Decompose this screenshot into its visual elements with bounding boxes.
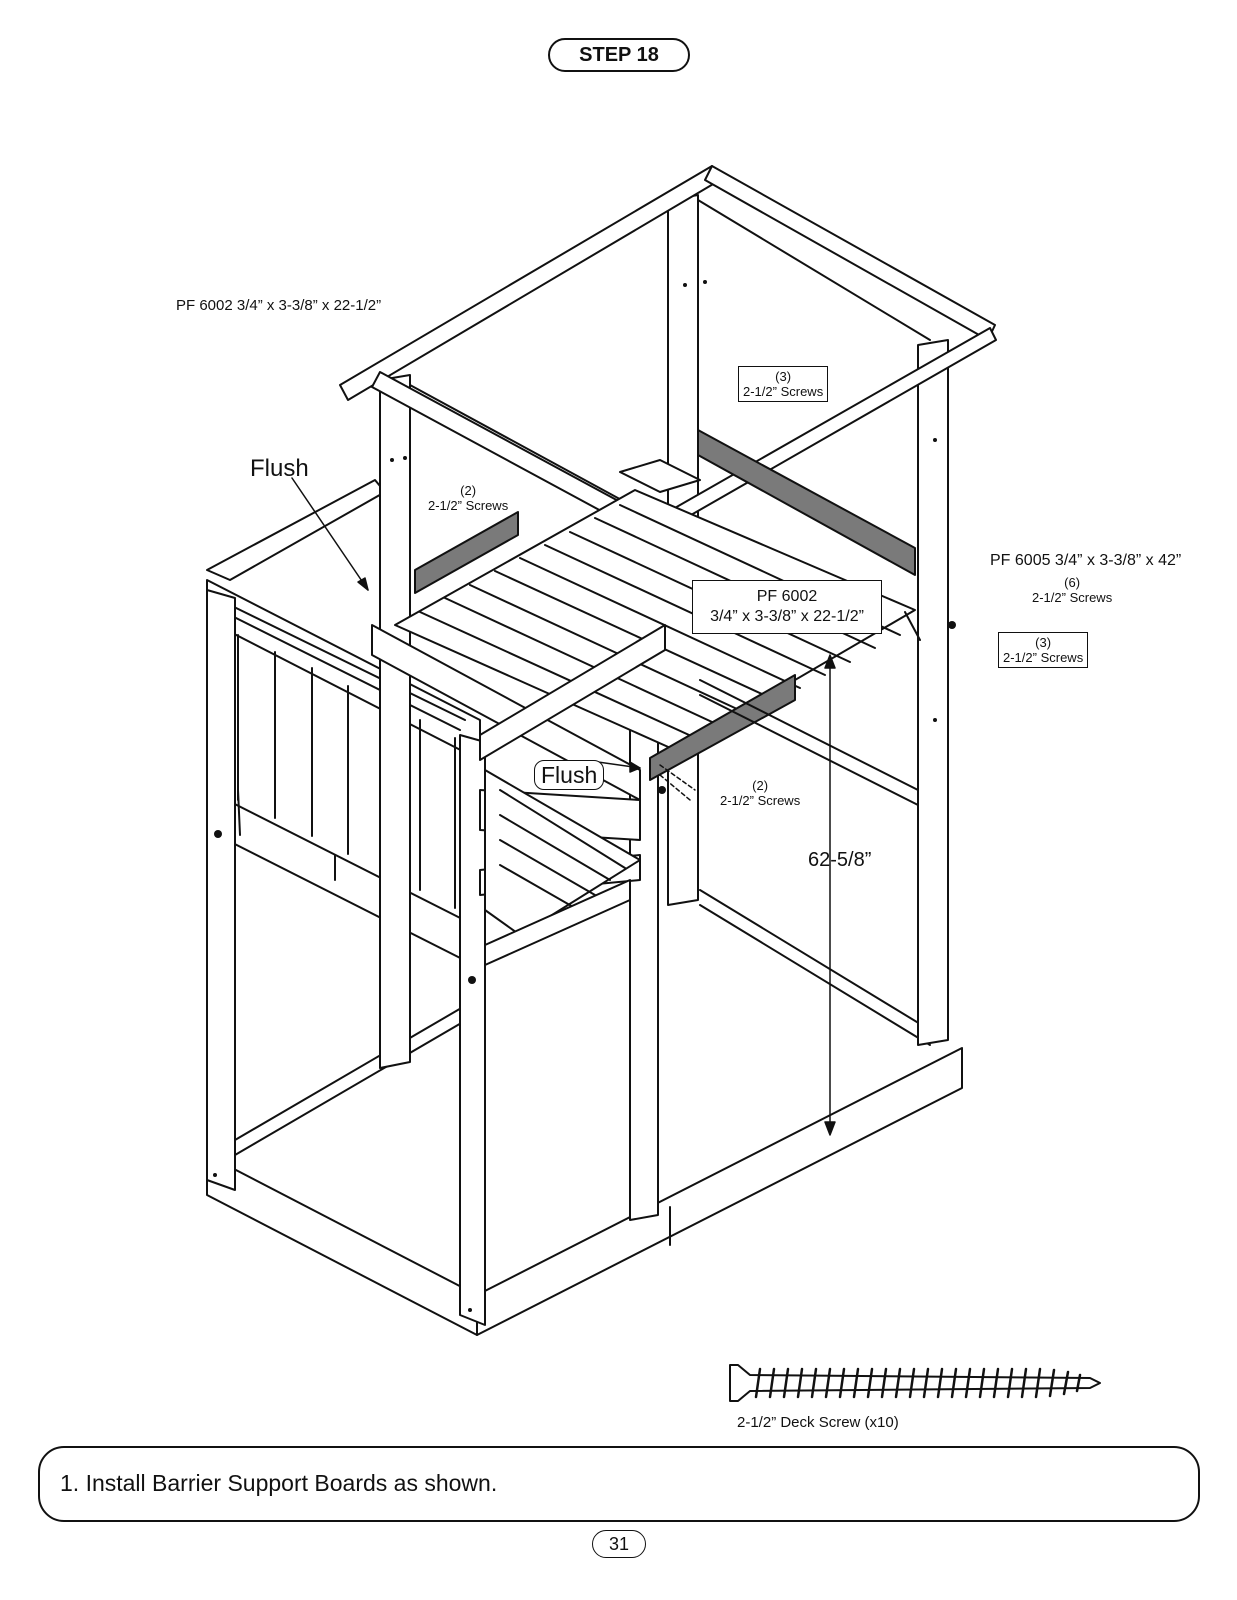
screws-callout-lower: (2) 2-1/2” Screws bbox=[720, 778, 800, 808]
height-dimension bbox=[824, 654, 836, 1136]
lower-slats bbox=[484, 769, 641, 966]
barrier-boards bbox=[414, 429, 916, 781]
height-dimension-label: 62-5/8” bbox=[808, 849, 872, 871]
screws-count: (2) bbox=[460, 483, 477, 498]
step-title: STEP 18 bbox=[548, 38, 690, 72]
deck-screw-illustration bbox=[729, 1364, 1101, 1402]
front-rail bbox=[371, 624, 666, 896]
flush-label-lower: Flush bbox=[534, 760, 605, 790]
screws-count: (6) bbox=[1064, 575, 1081, 590]
leaders bbox=[291, 477, 696, 801]
instruction-text: 1. Install Barrier Support Boards as sho… bbox=[60, 1470, 498, 1496]
part-dimensions: 3/4” x 3-3/8” x 22-1/2” bbox=[710, 608, 864, 625]
pf6005-label: PF 6005 3/4” x 3-3/8” x 42” bbox=[990, 552, 1182, 569]
part-number: PF 6002 bbox=[756, 588, 818, 605]
pf6002-box-label: PF 6002 3/4” x 3-3/8” x 22-1/2” bbox=[692, 580, 882, 634]
screw-holes bbox=[213, 280, 956, 1312]
screws-count: (3) bbox=[1035, 635, 1052, 650]
screws-text: 2-1/2” Screws bbox=[1003, 650, 1084, 665]
screws-text: 2-1/2” Screws bbox=[743, 384, 824, 399]
pf6002-top-label: PF 6002 3/4” x 3-3/8” x 22-1/2” bbox=[176, 297, 382, 314]
screws-count: (3) bbox=[775, 369, 792, 384]
right-rails bbox=[699, 611, 921, 806]
screws-text: 2-1/2” Screws bbox=[1032, 590, 1113, 605]
screws-callout-right-three: (3) 2-1/2” Screws bbox=[998, 632, 1089, 668]
screws-count: (2) bbox=[752, 778, 769, 793]
screws-callout-left: (2) 2-1/2” Screws bbox=[428, 483, 508, 513]
screws-text: 2-1/2” Screws bbox=[720, 793, 801, 808]
screws-callout-right-six: (6) 2-1/2” Screws bbox=[1032, 575, 1112, 605]
ground-frame bbox=[206, 889, 963, 1336]
roof-frame bbox=[339, 165, 997, 559]
screws-text: 2-1/2” Screws bbox=[428, 498, 509, 513]
screws-callout-center: (3) 2-1/2” Screws bbox=[738, 366, 829, 402]
deck-screw-caption: 2-1/2” Deck Screw (x10) bbox=[737, 1414, 899, 1431]
page-number: 31 bbox=[592, 1530, 646, 1558]
instruction-box: 1. Install Barrier Support Boards as sho… bbox=[38, 1446, 1200, 1522]
flush-label-upper: Flush bbox=[250, 455, 309, 482]
back-left-rail bbox=[206, 479, 466, 731]
